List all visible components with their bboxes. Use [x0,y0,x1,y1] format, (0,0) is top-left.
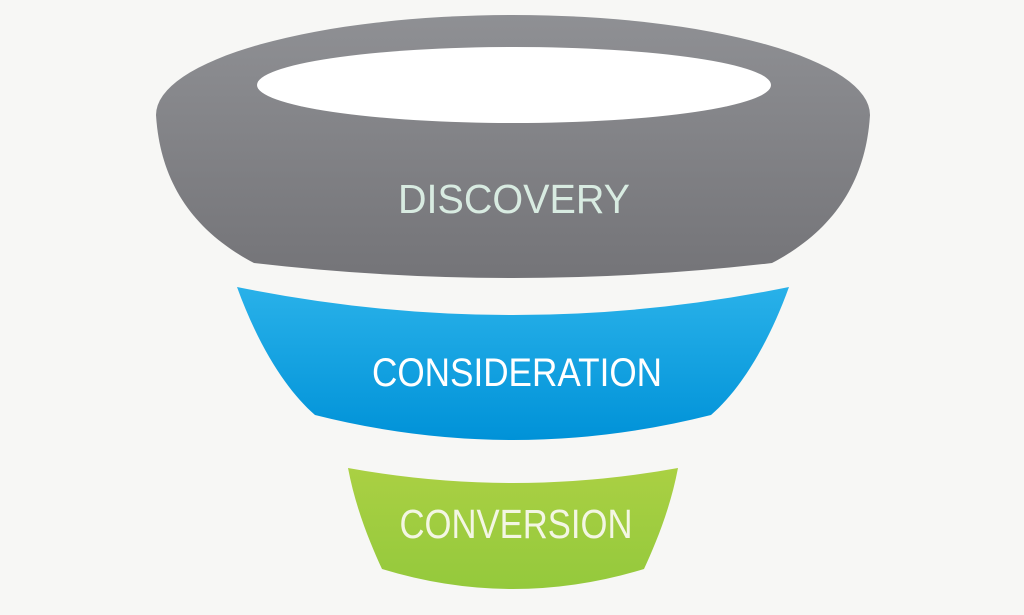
stage-label-discovery: DISCOVERY [398,176,630,222]
funnel-stage-conversion [348,468,678,589]
funnel-stage-consideration [237,287,789,440]
stage-label-consideration: CONSIDERATION [372,351,662,395]
funnel-opening [257,47,771,123]
stage-label-conversion: CONVERSION [400,501,633,547]
